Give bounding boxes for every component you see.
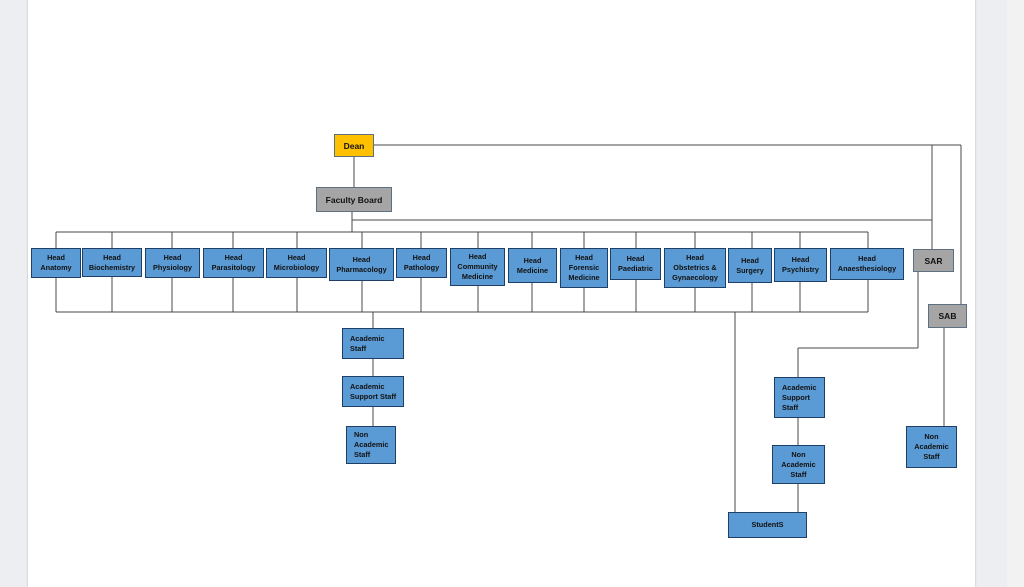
sab-non-academic-staff-box: Non Academic Staff [906, 426, 957, 468]
faculty-board-box: Faculty Board [316, 187, 392, 212]
document-page [28, 0, 975, 587]
head-community-medicine-box: Head Community Medicine [450, 248, 505, 286]
sar-non-academic-staff-box: Non Academic Staff [772, 445, 825, 484]
academic-staff-box: Academic Staff [342, 328, 404, 359]
dean-box: Dean [334, 134, 374, 157]
sar-academic-support-staff-box: Academic Support Staff [774, 377, 825, 418]
head-forensic-medicine-box: Head Forensic Medicine [560, 248, 608, 288]
head-psychistry-box: Head Psychistry [774, 248, 827, 282]
head-physiology-box: Head Physiology [145, 248, 200, 278]
sab-box: SAB [928, 304, 967, 328]
head-medicine-box: Head Medicine [508, 248, 557, 283]
head-microbiology-box: Head Microbiology [266, 248, 327, 278]
head-obstetrics-gynaecology-box: Head Obstetrics & Gynaecology [664, 248, 726, 288]
head-parasitology-box: Head Parasitology [203, 248, 264, 278]
vertical-scrollbar[interactable] [1007, 0, 1024, 587]
head-paediatric-box: Head Paediatric [610, 248, 661, 280]
head-surgery-box: Head Surgery [728, 248, 772, 283]
academic-support-staff-box: Academic Support Staff [342, 376, 404, 407]
sar-box: SAR [913, 249, 954, 272]
head-anaesthesiology-box: Head Anaesthesiology [830, 248, 904, 280]
head-pathology-box: Head Pathology [396, 248, 447, 278]
head-anatomy-box: Head Anatomy [31, 248, 81, 278]
head-biochemistry-box: Head Biochemistry [82, 248, 142, 277]
head-pharmacology-box: Head Pharmacology [329, 248, 394, 281]
non-academic-staff-box: Non Academic Staff [346, 426, 396, 464]
students-box: StudentS [728, 512, 807, 538]
